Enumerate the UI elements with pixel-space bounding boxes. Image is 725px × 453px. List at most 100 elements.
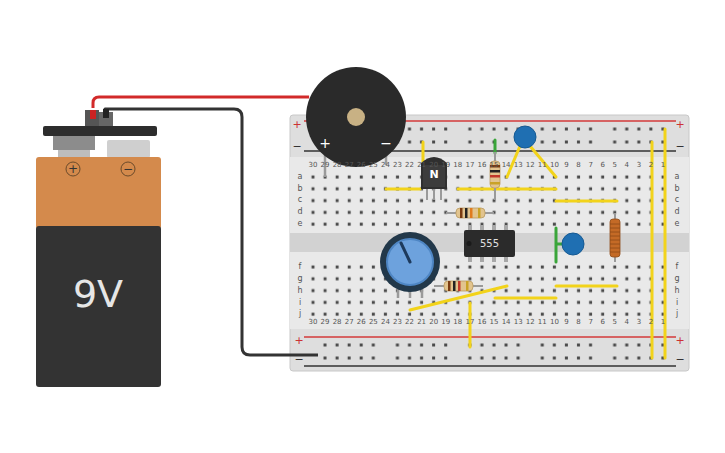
column-number: 28 xyxy=(331,161,343,169)
terminal-sign: + xyxy=(317,135,333,152)
column-number: 12 xyxy=(524,318,536,326)
row-letter: b xyxy=(672,184,682,194)
row-letter: c xyxy=(672,195,682,205)
chip-label: 555 xyxy=(468,238,512,250)
battery-contact xyxy=(53,136,95,150)
column-number: 8 xyxy=(573,318,585,326)
row-letter: d xyxy=(295,207,305,217)
resistor-band xyxy=(490,175,500,178)
column-number: 11 xyxy=(536,161,548,169)
breadboard-terminal-area xyxy=(290,157,689,329)
row-letter: h xyxy=(672,286,682,296)
column-number: 15 xyxy=(488,318,500,326)
column-number: 2 xyxy=(645,161,657,169)
row-letter: b xyxy=(295,184,305,194)
column-number: 1 xyxy=(657,161,669,169)
rail-sign: + xyxy=(292,334,306,347)
rail-sign: − xyxy=(673,353,687,366)
buzzer-opening xyxy=(347,108,365,126)
rail-sign: + xyxy=(673,118,687,131)
column-number: 25 xyxy=(367,318,379,326)
battery-label-band xyxy=(36,157,161,229)
buzzer-shape xyxy=(305,66,407,168)
column-number: 1 xyxy=(657,318,669,326)
column-number: 2 xyxy=(645,318,657,326)
potentiometer-symbol xyxy=(380,232,440,292)
battery-contact xyxy=(107,140,150,158)
battery-contact xyxy=(58,150,90,158)
rail-line-negative xyxy=(304,365,676,367)
column-number: 9 xyxy=(560,161,572,169)
capacitor-symbol xyxy=(514,126,536,148)
chip-body xyxy=(464,230,515,257)
column-number: 3 xyxy=(633,318,645,326)
column-number: 15 xyxy=(488,161,500,169)
column-number: 18 xyxy=(452,318,464,326)
column-number: 23 xyxy=(391,318,403,326)
jumper-wire xyxy=(495,297,556,300)
column-number: 24 xyxy=(379,161,391,169)
jumper-wire xyxy=(458,188,556,191)
potentiometer-knob xyxy=(387,239,433,285)
column-number: 13 xyxy=(512,161,524,169)
column-number: 21 xyxy=(416,161,428,169)
column-number: 4 xyxy=(621,161,633,169)
buzzer-node: +− xyxy=(305,66,407,168)
buzzer-body xyxy=(306,67,406,167)
column-number: 7 xyxy=(585,161,597,169)
terminal-ring xyxy=(121,162,135,176)
column-number: 20 xyxy=(428,318,440,326)
column-number: 16 xyxy=(476,318,488,326)
column-number: 26 xyxy=(355,318,367,326)
column-number: 6 xyxy=(597,161,609,169)
jumper-wire xyxy=(556,285,617,288)
column-number: 7 xyxy=(585,318,597,326)
column-number: 17 xyxy=(464,161,476,169)
row-letter: i xyxy=(295,298,305,308)
terminal-ring xyxy=(66,162,80,176)
column-number: 13 xyxy=(512,318,524,326)
resistor-band xyxy=(466,281,469,291)
row-letter: a xyxy=(672,172,682,182)
row-letter: a xyxy=(295,172,305,182)
column-number: 9 xyxy=(560,318,572,326)
column-number: 22 xyxy=(404,318,416,326)
rail-sign: − xyxy=(292,353,306,366)
column-number: 24 xyxy=(379,318,391,326)
jumper-wire xyxy=(494,140,497,153)
terminal-sign: − xyxy=(121,162,135,176)
battery-voltage: 9V xyxy=(48,272,148,318)
column-number: 5 xyxy=(609,161,621,169)
column-number: 10 xyxy=(548,318,560,326)
wire-clip xyxy=(103,109,109,118)
rail-sign: + xyxy=(290,118,304,131)
resistor-band xyxy=(460,208,463,218)
row-letter: g xyxy=(295,274,305,284)
row-letter: g xyxy=(672,274,682,284)
column-number: 14 xyxy=(500,161,512,169)
row-letter: h xyxy=(295,286,305,296)
column-number: 19 xyxy=(440,318,452,326)
capacitor-lead xyxy=(556,243,562,246)
column-number: 8 xyxy=(573,161,585,169)
resistor-band xyxy=(470,208,473,218)
potentiometer-pointer xyxy=(401,243,410,262)
column-number: 30 xyxy=(307,161,319,169)
column-number: 29 xyxy=(319,161,331,169)
column-number: 28 xyxy=(331,318,343,326)
resistor-symbol xyxy=(456,208,485,218)
column-number: 3 xyxy=(633,161,645,169)
column-number: 25 xyxy=(367,161,379,169)
rail-sign: + xyxy=(673,334,687,347)
resistor-band xyxy=(490,182,500,185)
column-number: 22 xyxy=(404,161,416,169)
column-number: 10 xyxy=(548,161,560,169)
capacitor-symbol xyxy=(562,233,584,255)
column-number: 21 xyxy=(416,318,428,326)
rail-line-positive xyxy=(304,336,676,338)
resistor-symbol xyxy=(444,281,473,291)
transistor-node: N xyxy=(421,155,447,189)
column-number: 27 xyxy=(343,318,355,326)
